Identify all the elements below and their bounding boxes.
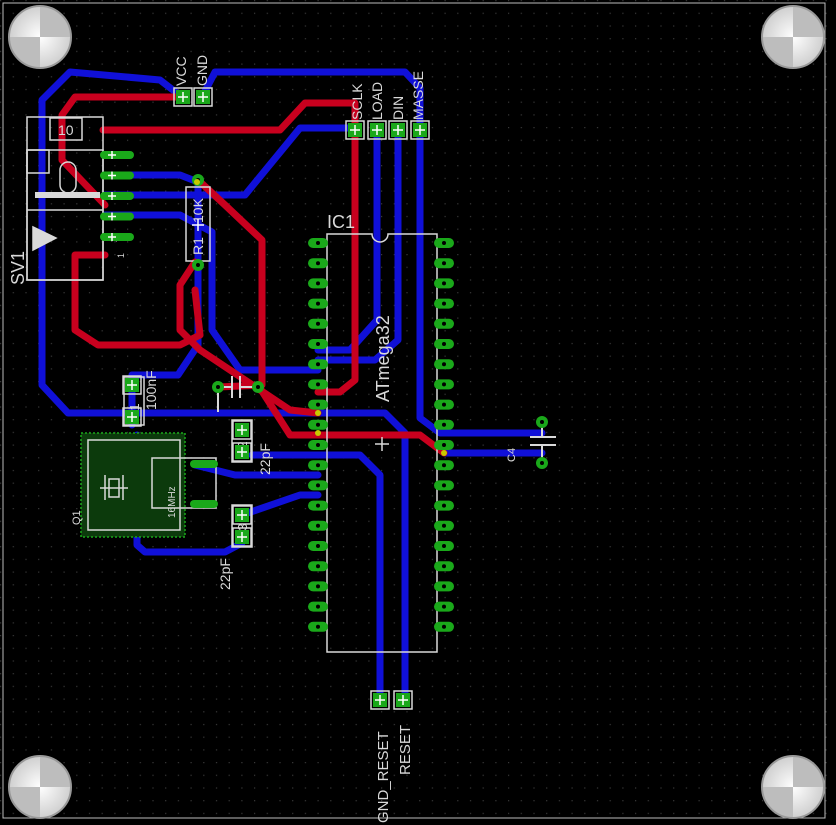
r1-label: R1: [190, 237, 206, 255]
r1-value: 10K: [190, 197, 206, 223]
sv1-pad: [100, 212, 134, 221]
board-outline: [2, 2, 826, 819]
top-layer-traces: [58, 93, 448, 457]
c2-value: 22pF: [257, 443, 273, 475]
q1-pad-bottom: [190, 500, 218, 508]
gnd-label: GND: [194, 55, 210, 86]
via: [194, 179, 200, 185]
ic1-value: ATmega32: [373, 315, 393, 402]
q1-label: Q1: [71, 510, 83, 525]
q1-value: 16MHz: [167, 486, 178, 518]
c3-body: [231, 504, 253, 548]
ic1-label: IC1: [327, 212, 355, 232]
sv1-pad: [100, 233, 134, 241]
sclk-label: SCLK: [349, 83, 365, 120]
via: [441, 450, 447, 456]
vcc-label: VCC: [173, 56, 189, 86]
mounting-hole-bottom-right: [761, 755, 825, 819]
sv1-label: SV1: [8, 251, 28, 285]
c1-value: 100nF: [143, 370, 159, 410]
via: [315, 410, 321, 416]
sv1-pad: [100, 171, 134, 180]
mounting-hole-top-right: [761, 5, 825, 69]
mounting-hole-top-left: [8, 5, 72, 69]
c1-body: [123, 376, 145, 426]
pads-layer: [100, 87, 548, 710]
gnd-reset-label: GND_RESET: [375, 731, 392, 823]
reset-label: RESET: [397, 725, 414, 775]
mounting-hole-bottom-left: [8, 755, 72, 819]
ic1-outline: [326, 233, 438, 653]
masse-label: MASSE: [410, 71, 426, 120]
sv1-pad: [100, 192, 134, 200]
sv1-pin-count: 10: [58, 122, 74, 138]
q1-pad-top: [190, 460, 218, 468]
c3-value: 22pF: [217, 558, 233, 590]
din-label: DIN: [390, 96, 406, 120]
c4-label: C4: [506, 448, 518, 462]
q1-crystal: [80, 432, 217, 538]
load-label: LOAD: [369, 82, 385, 120]
sv1-pad: [100, 151, 134, 159]
c2-body: [231, 419, 253, 463]
sv1-pin-one: 1: [116, 253, 126, 258]
via: [315, 430, 321, 436]
